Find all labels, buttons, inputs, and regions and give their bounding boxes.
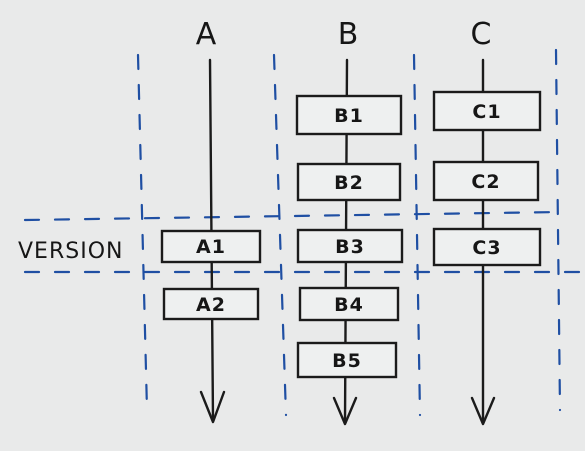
node-c3: [432, 227, 542, 267]
version-row-label: VERSION: [18, 239, 123, 264]
node-a1-label: A1: [196, 236, 226, 258]
separator-a-b: [272, 53, 288, 417]
node-b2: [296, 162, 402, 202]
node-b4-label: B4: [334, 294, 364, 316]
separator-left-of-a: [136, 53, 149, 412]
column-c-header: C: [471, 17, 492, 52]
node-b3-label: B3: [335, 236, 365, 258]
node-b2-label: B2: [334, 172, 364, 194]
column-a-header: A: [196, 17, 217, 52]
separator-b-c: [412, 53, 422, 417]
node-b5-label: B5: [332, 350, 362, 372]
node-b4: [298, 286, 400, 322]
timeline-a-arrowhead: [199, 390, 226, 424]
version-band: [23, 210, 585, 274]
node-c3-label: C3: [472, 237, 501, 259]
column-c: C C1 C2 C3: [432, 17, 542, 426]
node-b5: [296, 341, 398, 379]
node-a1: [160, 229, 262, 264]
node-c2: [432, 160, 540, 202]
separator-right-of-c: [554, 48, 562, 412]
timeline-c-arrowhead: [470, 396, 496, 426]
column-separators: [136, 48, 562, 417]
version-band-top: [23, 210, 562, 222]
timeline-b-arrowhead: [332, 396, 358, 426]
column-b-header: B: [338, 17, 359, 52]
node-a2-label: A2: [196, 294, 226, 316]
column-a: A A1 A2: [160, 17, 262, 424]
column-b: B B1 B2 B3 B4 B5: [295, 17, 404, 426]
node-b3: [296, 228, 404, 264]
node-a2: [162, 287, 260, 321]
node-b1: [295, 94, 403, 136]
node-c1-label: C1: [472, 101, 501, 123]
node-c1: [432, 90, 542, 132]
node-c2-label: C2: [471, 171, 500, 193]
node-b1-label: B1: [334, 105, 364, 127]
